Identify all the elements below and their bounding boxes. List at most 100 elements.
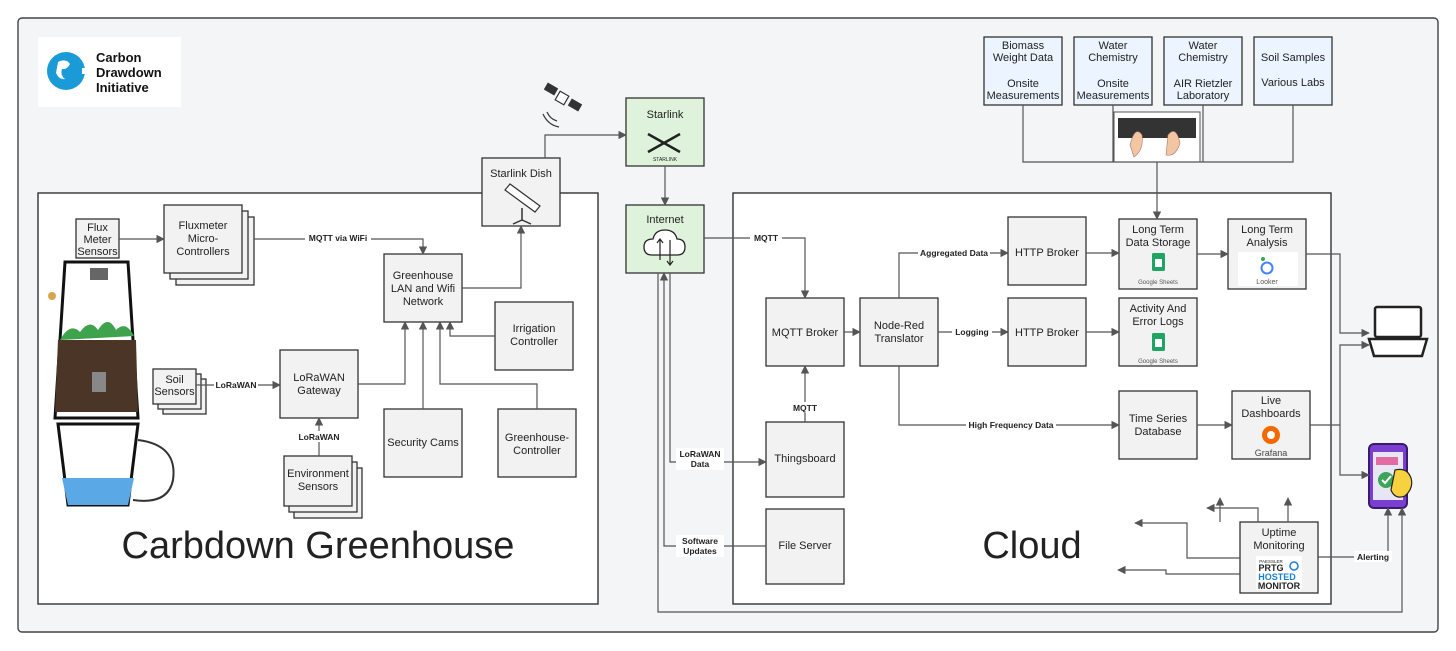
biomass-data-box xyxy=(983,36,1063,106)
fluxmeter-controllers-box xyxy=(163,204,243,274)
activity-logs-label-1: Activity And xyxy=(1130,303,1187,315)
starlink-box xyxy=(625,97,705,167)
grafana-caption: Grafana xyxy=(1255,448,1288,458)
fluxmeter-label-3: Controllers xyxy=(176,246,230,258)
starlink-logo-icon: STARLINK xyxy=(647,132,681,163)
mobile-phone-icon xyxy=(1368,443,1413,509)
http-broker-2-label: HTTP Broker xyxy=(1015,327,1079,339)
long-term-analysis-label-1: Long Term xyxy=(1241,224,1293,236)
irrigation-label-1: Irrigation xyxy=(513,323,556,335)
looker-caption: Looker xyxy=(1256,279,1278,286)
edge-lorawan-soil: LoRaWAN xyxy=(215,380,256,390)
http-broker-1-box xyxy=(1007,216,1087,286)
uptime-label-2: Monitoring xyxy=(1253,540,1304,552)
starlink-label: Starlink xyxy=(647,109,684,121)
live-dashboards-label-2: Dashboards xyxy=(1241,408,1301,420)
long-term-analysis-label-2: Analysis xyxy=(1247,237,1288,249)
security-cams-label: Security Cams xyxy=(387,437,459,449)
fluxmeter-label-2: Micro- xyxy=(188,233,219,245)
carbon-drawdown-logo: Carbon Drawdown Initiative xyxy=(38,37,181,107)
irrigation-label-2: Controller xyxy=(510,336,558,348)
http-broker-2-box xyxy=(1007,297,1087,367)
lorawan-gateway-label-1: LoRaWAN xyxy=(293,372,345,384)
greenhouse-controller-label-2: Controller xyxy=(513,445,561,457)
soil-sensors-box xyxy=(152,368,197,405)
water-onsite-label-4: Measurements xyxy=(1077,90,1150,102)
file-server-label: File Server xyxy=(778,540,832,552)
activity-logs-label-2: Error Logs xyxy=(1132,316,1184,328)
water-chemistry-lab-box xyxy=(1163,36,1243,106)
node-red-label-1: Node-Red xyxy=(874,320,924,332)
flux-meter-sensors-label-1: Flux xyxy=(87,222,108,234)
starlink-dish-label: Starlink Dish xyxy=(490,168,552,180)
edge-high-frequency: High Frequency Data xyxy=(968,420,1053,430)
soil-samples-label-1: Soil Samples xyxy=(1261,52,1326,64)
water-lab-label-2: Chemistry xyxy=(1178,52,1228,64)
activity-logs-box xyxy=(1118,297,1198,367)
greenhouse-controller-box xyxy=(497,408,577,478)
edge-lorawan-data-2: Data xyxy=(691,459,710,469)
node-red-box xyxy=(859,297,939,367)
environment-sensors-box xyxy=(283,455,353,507)
lorawan-gateway-box xyxy=(279,349,359,419)
mqtt-broker-label: MQTT Broker xyxy=(772,327,839,339)
flux-meter-sensors-label-2: Meter xyxy=(83,234,111,246)
plant-pot-illustration xyxy=(48,260,175,507)
greenhouse-controller-label-1: Greenhouse- xyxy=(505,432,570,444)
water-onsite-label-3: Onsite xyxy=(1097,78,1129,90)
water-chemistry-onsite-box xyxy=(1073,36,1153,106)
prtg-hosted: HOSTED xyxy=(1258,572,1296,582)
uptime-label-1: Uptime xyxy=(1262,527,1297,539)
edge-mqtt-thingsboard: MQTT xyxy=(793,403,818,413)
cloud-region-title: Cloud xyxy=(982,525,1081,567)
globe-land-icon xyxy=(56,60,70,80)
soil-sensors-label-2: Sensors xyxy=(154,386,195,398)
water-onsite-label-2: Chemistry xyxy=(1088,52,1138,64)
prtg-paessler: PAESSLER xyxy=(1259,559,1283,564)
long-term-storage-label-2: Data Storage xyxy=(1126,237,1191,249)
greenhouse-lan-label-3: Network xyxy=(403,296,444,308)
long-term-storage-label-1: Long Term xyxy=(1132,224,1184,236)
biomass-label-2: Weight Data xyxy=(993,52,1054,64)
water-onsite-label-1: Water xyxy=(1099,40,1128,52)
file-server-box xyxy=(765,508,845,585)
globe-icon xyxy=(47,52,85,90)
keyboard-hands-icon xyxy=(1113,111,1201,163)
google-sheets-caption-1: Google Sheets xyxy=(1138,280,1178,286)
google-sheets-icon xyxy=(1152,253,1165,271)
edge-logging: Logging xyxy=(955,327,989,337)
soil-samples-box xyxy=(1253,36,1333,106)
edge-lorawan-env: LoRaWAN xyxy=(298,432,339,442)
water-lab-label-1: Water xyxy=(1189,40,1218,52)
time-series-db-box xyxy=(1118,390,1198,460)
grafana-icon xyxy=(1262,426,1280,444)
lorawan-gateway-label-2: Gateway xyxy=(297,385,341,397)
edge-labels: MQTT via WiFi LoRaWAN LoRaWAN MQTT MQTT … xyxy=(214,232,1392,562)
prtg-wordmark: PRTG xyxy=(1258,563,1283,573)
looker-icon xyxy=(1238,252,1298,286)
thingsboard-box xyxy=(765,421,845,498)
soil-samples-label-2: Various Labs xyxy=(1261,77,1325,89)
google-sheets-caption-2: Google Sheets xyxy=(1138,359,1178,365)
water-lab-label-3: AIR Rietzler xyxy=(1174,78,1233,90)
time-series-label-2: Database xyxy=(1134,426,1181,438)
cloud-updown-icon xyxy=(643,229,686,266)
security-cams-box xyxy=(383,408,463,478)
greenhouse-lan-label-1: Greenhouse xyxy=(393,270,454,282)
biomass-label-4: Measurements xyxy=(987,90,1060,102)
env-sensors-label-1: Environment xyxy=(287,468,349,480)
greenhouse-region-title: Carbdown Greenhouse xyxy=(122,525,515,567)
satellite-dish-icon xyxy=(504,183,541,225)
edge-mqtt-internet: MQTT xyxy=(754,233,779,243)
biomass-label-3: Onsite xyxy=(1007,78,1039,90)
water-lab-label-4: Laboratory xyxy=(1177,90,1230,102)
prtg-monitor: MONITOR xyxy=(1258,581,1301,591)
edge-alerting: Alerting xyxy=(1357,552,1389,562)
env-sensors-label-2: Sensors xyxy=(298,481,339,493)
satellite-icon xyxy=(542,82,583,128)
laptop-icon xyxy=(1367,305,1429,358)
logo-line-3: Initiative xyxy=(96,80,149,95)
http-broker-1-label: HTTP Broker xyxy=(1015,247,1079,259)
